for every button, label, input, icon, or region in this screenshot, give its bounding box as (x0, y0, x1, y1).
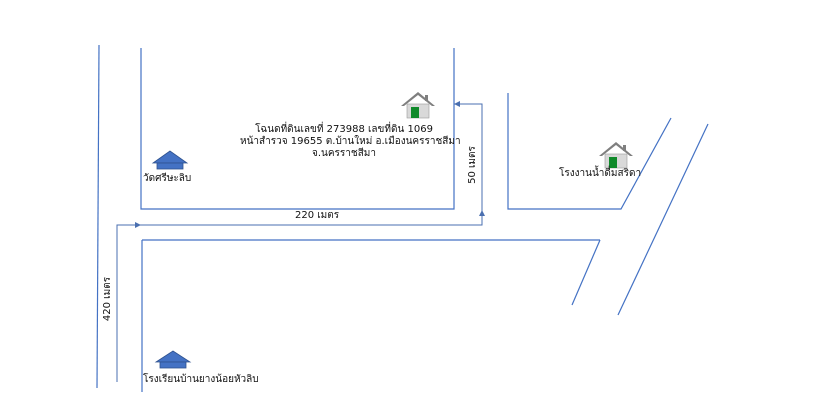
factory-label: โรงงานน้ำดื่มสริดา (559, 168, 642, 179)
temple-house-icon (151, 150, 189, 170)
parcel-line-3: จ.นครราชสีมา (311, 148, 377, 159)
distance-50-label: 50 เมตร (467, 146, 478, 184)
parcel-line-2: หน้าสำรวจ 19655 ต.บ้านใหม่ อ.เมืองนครราช… (240, 136, 461, 147)
route-arrow-420 (116, 222, 141, 382)
temple-label: วัดศรีษะลิบ (143, 173, 192, 184)
school-house-icon (154, 350, 192, 369)
school-label: โรงเรียนบ้านยางน้อยหัวลิบ (143, 374, 259, 385)
parcel-line-1: โฉนดที่ดินเลขที่ 273988 เลขที่ดิน 1069 (255, 124, 433, 135)
road-diagonal-right (617, 123, 709, 316)
road-main-upper (507, 93, 672, 210)
road-diagonal-lower (571, 239, 601, 306)
road-block-outline (140, 48, 455, 210)
distance-420-label: 420 เมตร (102, 276, 113, 322)
factory-house-icon (599, 142, 633, 169)
road-lines (96, 44, 709, 392)
route-arrow-220 (141, 210, 485, 226)
distance-220-label: 220 เมตร (295, 210, 340, 221)
parcel-house-icon (401, 92, 435, 119)
road-far-left (96, 44, 100, 389)
route-arrow-50 (454, 101, 483, 210)
route-arrows (116, 101, 485, 382)
parcel-description: โฉนดที่ดินเลขที่ 273988 เลขที่ดิน 1069 ห… (240, 124, 461, 160)
